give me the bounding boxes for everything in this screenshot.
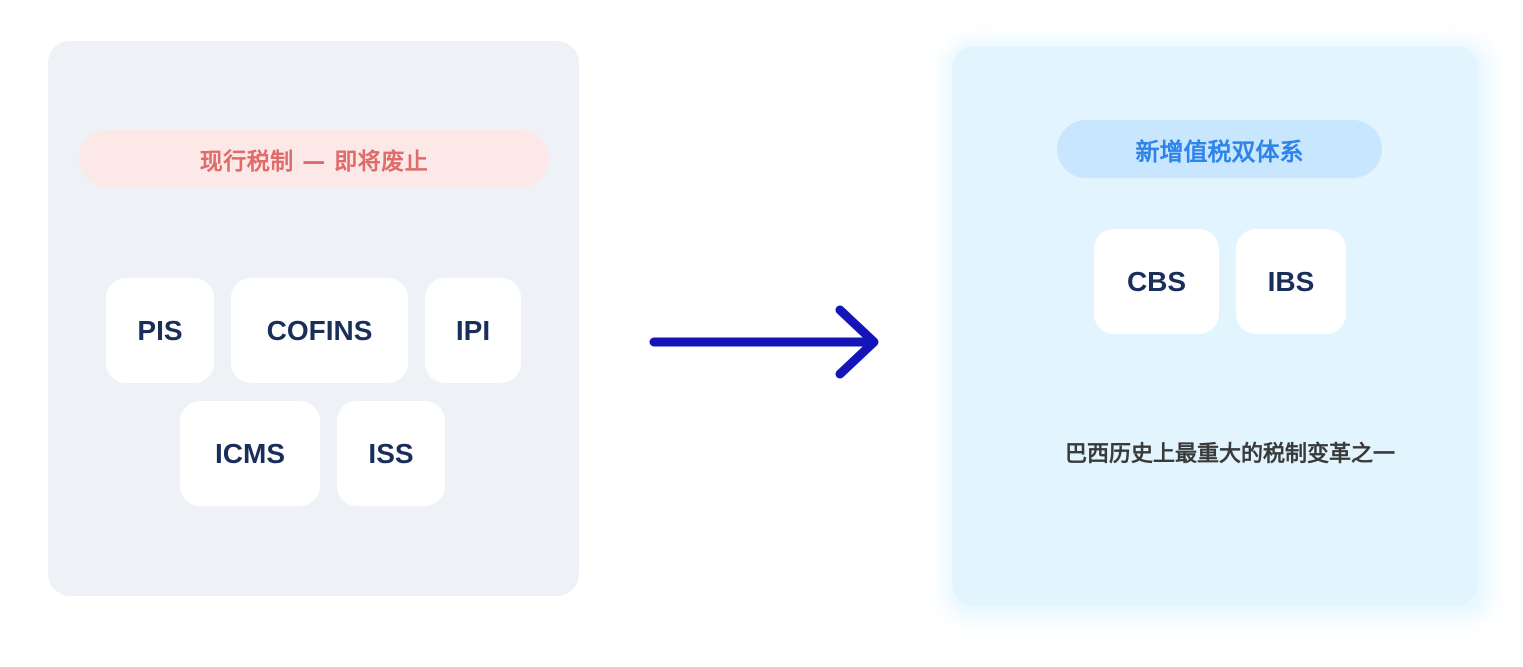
tax-chip-ibs: IBS [1236,229,1346,334]
tax-chip-icms: ICMS [180,401,320,506]
tax-chip-cofins: COFINS [231,278,408,383]
right-arrow-icon [649,305,879,379]
new-system-label: 新增值税双体系 [1057,120,1382,178]
tax-chip-cbs: CBS [1094,229,1219,334]
reform-tagline: 巴西历史上最重大的税制变革之一 [1064,442,1395,467]
current-system-label: 现行税制 — 即将废止 [79,130,549,187]
tax-chip-pis: PIS [106,278,214,383]
tax-chip-ipi: IPI [425,278,521,383]
tax-chip-iss: ISS [337,401,445,506]
